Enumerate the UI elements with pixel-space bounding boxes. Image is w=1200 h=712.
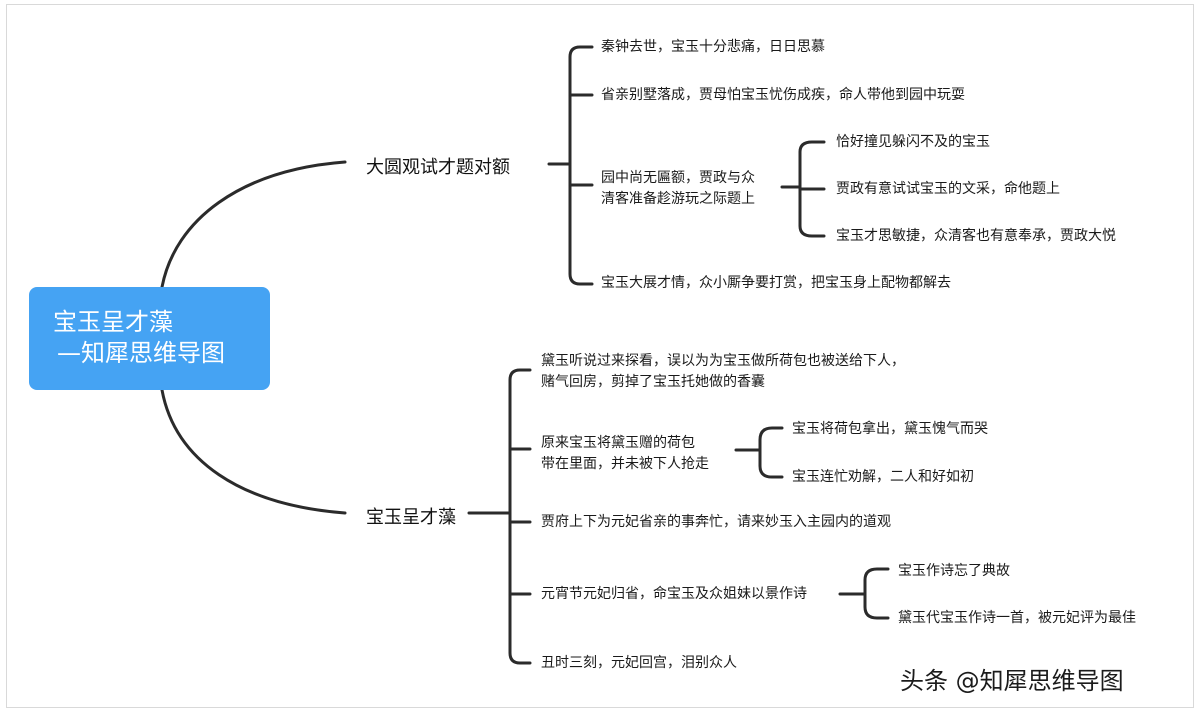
branch-2-item-2: 原来宝玉将黛玉赠的荷包 带在里面，并未被下人抢走 [541, 433, 709, 475]
branch-2-item-2-sub-2: 宝玉连忙劝解，二人和好如初 [792, 469, 974, 485]
branch-1-item-3-line-2: 清客准备趁游玩之际题上 [601, 191, 755, 207]
branch-1-item-4: 宝玉大展才情，众小厮争要打赏，把宝玉身上配物都解去 [601, 275, 951, 291]
root-node: 宝玉呈才藻 —知犀思维导图 [29, 287, 270, 390]
branch-2-label: 宝玉呈才藻 [366, 507, 456, 528]
connector-sub-2-brace [758, 426, 784, 479]
branch-1-item-2: 省亲别墅落成，贾母怕宝玉忧伤成疾，命人带他到园中玩耍 [601, 87, 965, 103]
branch-1-label: 大圆观试才题对额 [366, 157, 510, 178]
branch-2-item-4-sub-1: 宝玉作诗忘了典故 [898, 563, 1010, 579]
branch-2-item-2-line-1: 原来宝玉将黛玉赠的荷包 [541, 435, 695, 451]
branch-2-item-5: 丑时三刻，元妃回宫，泪别众人 [541, 655, 737, 671]
branch-2-item-1-line-1: 黛玉听说过来探看，误以为为宝玉做所荷包也被送给下人， [541, 353, 905, 369]
branch-1-item-3-sub-3: 宝玉才思敏捷，众清客也有意奉承，贾政大悦 [836, 228, 1116, 244]
branch-1-item-3-sub-1: 恰好撞见躲闪不及的宝玉 [836, 134, 990, 150]
connector-branch-1-brace [568, 45, 594, 286]
branch-2-item-4-sub-2: 黛玉代宝玉作诗一首，被元妃评为最佳 [898, 610, 1136, 626]
branch-1-item-1: 秦钟去世，宝玉十分悲痛，日日思慕 [601, 39, 825, 55]
connector-sub-3-brace [863, 567, 890, 620]
branch-2-item-4: 元宵节元妃归省，命宝玉及众姐妹以景作诗 [541, 586, 807, 602]
watermark: 头条 @知犀思维导图 [900, 667, 1124, 695]
branch-2-item-1-line-2: 赌气回房，剪掉了宝玉托她做的香囊 [541, 374, 765, 390]
branch-2-item-1: 黛玉听说过来探看，误以为为宝玉做所荷包也被送给下人， 赌气回房，剪掉了宝玉托她做… [541, 351, 905, 393]
branch-2-item-3: 贾府上下为元妃省亲的事奔忙，请来妙玉入主园内的道观 [541, 514, 891, 530]
connector-branch-2-ticks [508, 447, 532, 596]
root-title-line-1: 宝玉呈才藻 [53, 308, 173, 336]
branch-2-item-2-sub-1: 宝玉将荷包拿出，黛玉愧气而哭 [792, 421, 988, 437]
branch-1-item-3-line-1: 园中尚无匾额，贾政与众 [601, 170, 755, 186]
root-title-line-2: —知犀思维导图 [57, 339, 225, 367]
branch-1-item-3-sub-2: 贾政有意试试宝玉的文采，命他题上 [836, 181, 1060, 197]
branch-1-item-3: 园中尚无匾额，贾政与众 清客准备趁游玩之际题上 [601, 168, 755, 210]
branch-2-item-2-line-2: 带在里面，并未被下人抢走 [541, 456, 709, 472]
connector-branch-2-brace [508, 368, 532, 665]
connector-root-branch-1 [160, 160, 347, 289]
connector-root-branch-2 [160, 388, 347, 515]
diagram-frame [6, 4, 1194, 708]
connector-branch-1-ticks [568, 93, 594, 187]
